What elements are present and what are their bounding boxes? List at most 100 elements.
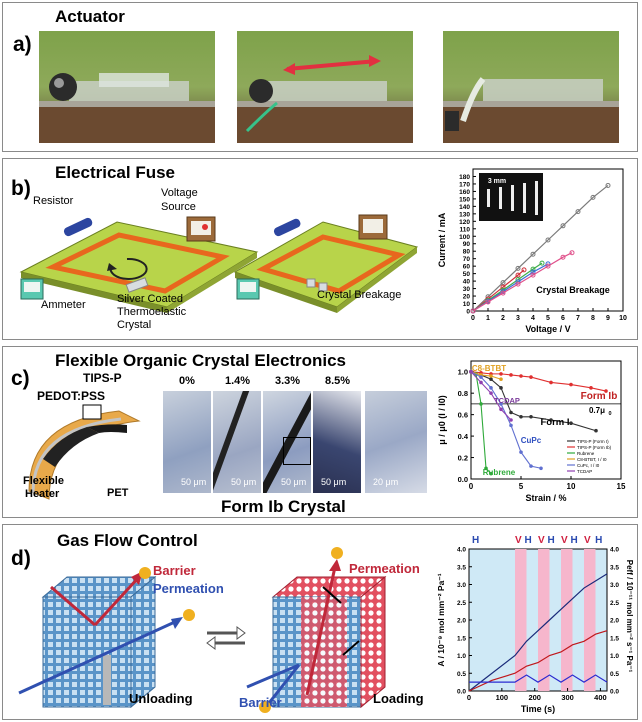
micrograph-3	[313, 391, 361, 493]
y-tick-label-18: 180	[459, 174, 470, 181]
x-tick-label-1: 5	[519, 482, 524, 491]
panel-c-label: c)	[11, 367, 30, 390]
y-right-tick-label-5: 2.5	[610, 600, 619, 607]
point-1-7	[549, 380, 553, 385]
point-0-9	[594, 428, 598, 433]
barrier-label-2: Barrier	[239, 695, 282, 710]
gas-flow-diagram	[18, 547, 387, 713]
point-4-0	[470, 308, 476, 314]
point-4-7	[539, 466, 543, 471]
point-4-1	[479, 375, 483, 379]
y-right-tick-label-0: 0.0	[610, 689, 619, 696]
x-tick-label-2: 10	[567, 482, 576, 491]
rubrene-annotation: Rubrene	[483, 468, 516, 477]
mu07-annotation: 0.7μ	[589, 406, 605, 415]
y-tick-label-0: 0.0	[457, 689, 466, 696]
x-tick-label-2: 2	[501, 315, 505, 322]
state-label-8: H	[595, 535, 602, 546]
point-1-8	[569, 382, 573, 387]
x-tick-label-3: 3	[516, 315, 520, 322]
point-4-2	[500, 290, 506, 296]
micrograph-2	[263, 391, 311, 493]
unloading-cube	[18, 567, 195, 709]
y-axis-label: A / 10⁻⁹ mol mm⁻² Pa⁻¹	[436, 573, 446, 666]
point-0-7	[549, 418, 553, 422]
point-5-4	[509, 418, 513, 422]
panel-b-label: b)	[11, 177, 31, 200]
inset-crystal-3	[523, 183, 526, 213]
y-right-tick-label-8: 4.0	[610, 547, 619, 554]
y-tick-label-1: 0.5	[457, 671, 466, 678]
point-1-10	[604, 389, 608, 393]
y-tick-label-13: 130	[459, 211, 470, 218]
y-tick-label-8: 80	[463, 249, 471, 256]
x-tick-label-4: 400	[594, 693, 607, 702]
point-0-8	[569, 421, 573, 426]
y-tick-label-5: 1.0	[458, 368, 468, 377]
point-5-0	[469, 369, 473, 374]
point-4-4	[530, 272, 536, 278]
point-0-8	[590, 194, 596, 200]
scale-bar-4: 20 μm	[373, 477, 399, 487]
loading-label: Loading	[373, 691, 424, 706]
strain-label-3: 8.5%	[325, 375, 351, 387]
x-tick-label-1: 1	[486, 315, 490, 322]
y-tick-label-15: 150	[459, 196, 470, 203]
series-line-1	[468, 630, 608, 692]
actuator-photo-3-image	[443, 31, 619, 143]
point-3-2	[489, 374, 493, 378]
y-tick-label-0: 0	[466, 309, 470, 316]
point-5-3	[499, 407, 503, 412]
legend-label-5: TCDAP	[577, 469, 592, 474]
resistor-label: Resistor	[33, 195, 74, 207]
inset-crystal-0	[487, 189, 490, 207]
point-1-4	[521, 267, 527, 273]
mu07-subscript: 0	[608, 411, 611, 417]
permeation-label: Permeation	[153, 581, 224, 596]
x-axis-label: Strain / %	[525, 493, 566, 503]
state-label-0: H	[472, 535, 479, 546]
point-1-9	[589, 386, 593, 390]
state-label-4: H	[548, 535, 555, 546]
state-label-5: V	[561, 535, 568, 546]
series-line-3	[470, 371, 502, 380]
strain-label-0: 0%	[179, 375, 195, 387]
y-right-tick-label-1: 0.5	[610, 671, 619, 678]
point-4-5	[519, 450, 523, 454]
x-tick-label-9: 9	[606, 315, 610, 322]
point-0-5	[545, 237, 551, 243]
y-tick-label-12: 120	[459, 219, 470, 226]
x-tick-label-3: 300	[561, 693, 574, 702]
point-4-4	[509, 423, 513, 428]
scale-bar-3: 50 μm	[321, 477, 347, 487]
form-ib-caption: Form Ib Crystal	[221, 497, 346, 516]
legend-label-1: TIPS-P (Form Ib)	[577, 445, 612, 450]
y-tick-label-17: 170	[459, 181, 470, 188]
point-0-4	[530, 251, 536, 257]
x-tick-label-1: 100	[496, 693, 509, 702]
y-right-tick-label-4: 2.0	[610, 618, 619, 625]
point-0-2	[489, 377, 493, 382]
y-tick-label-3: 30	[463, 286, 471, 293]
form-ib-annotation: Form Ib	[581, 391, 618, 402]
actuator-photo-3	[443, 31, 619, 143]
point-1-4	[509, 373, 513, 377]
switch-arrows	[206, 626, 246, 650]
y-tick-label-1: 10	[463, 301, 471, 308]
point-5-1	[479, 380, 483, 385]
legend-label-3: C8-BTBT, I / I0	[577, 457, 607, 462]
point-3-4	[530, 269, 536, 275]
x-tick-label-3: 15	[617, 482, 626, 491]
x-axis-label: Time (s)	[521, 704, 555, 714]
panel-a-title: Actuator	[55, 7, 125, 26]
point-1-5	[519, 374, 523, 378]
y-tick-label-11: 110	[460, 226, 471, 233]
micrograph-zoom	[365, 391, 427, 493]
point-2-4	[530, 266, 536, 272]
micrograph-0	[163, 391, 211, 493]
x-tick-label-10: 10	[619, 315, 627, 322]
y-tick-label-6: 3.0	[457, 582, 466, 589]
shaded-interval-2	[561, 549, 573, 691]
y-tick-label-3: 0.6	[458, 411, 468, 420]
